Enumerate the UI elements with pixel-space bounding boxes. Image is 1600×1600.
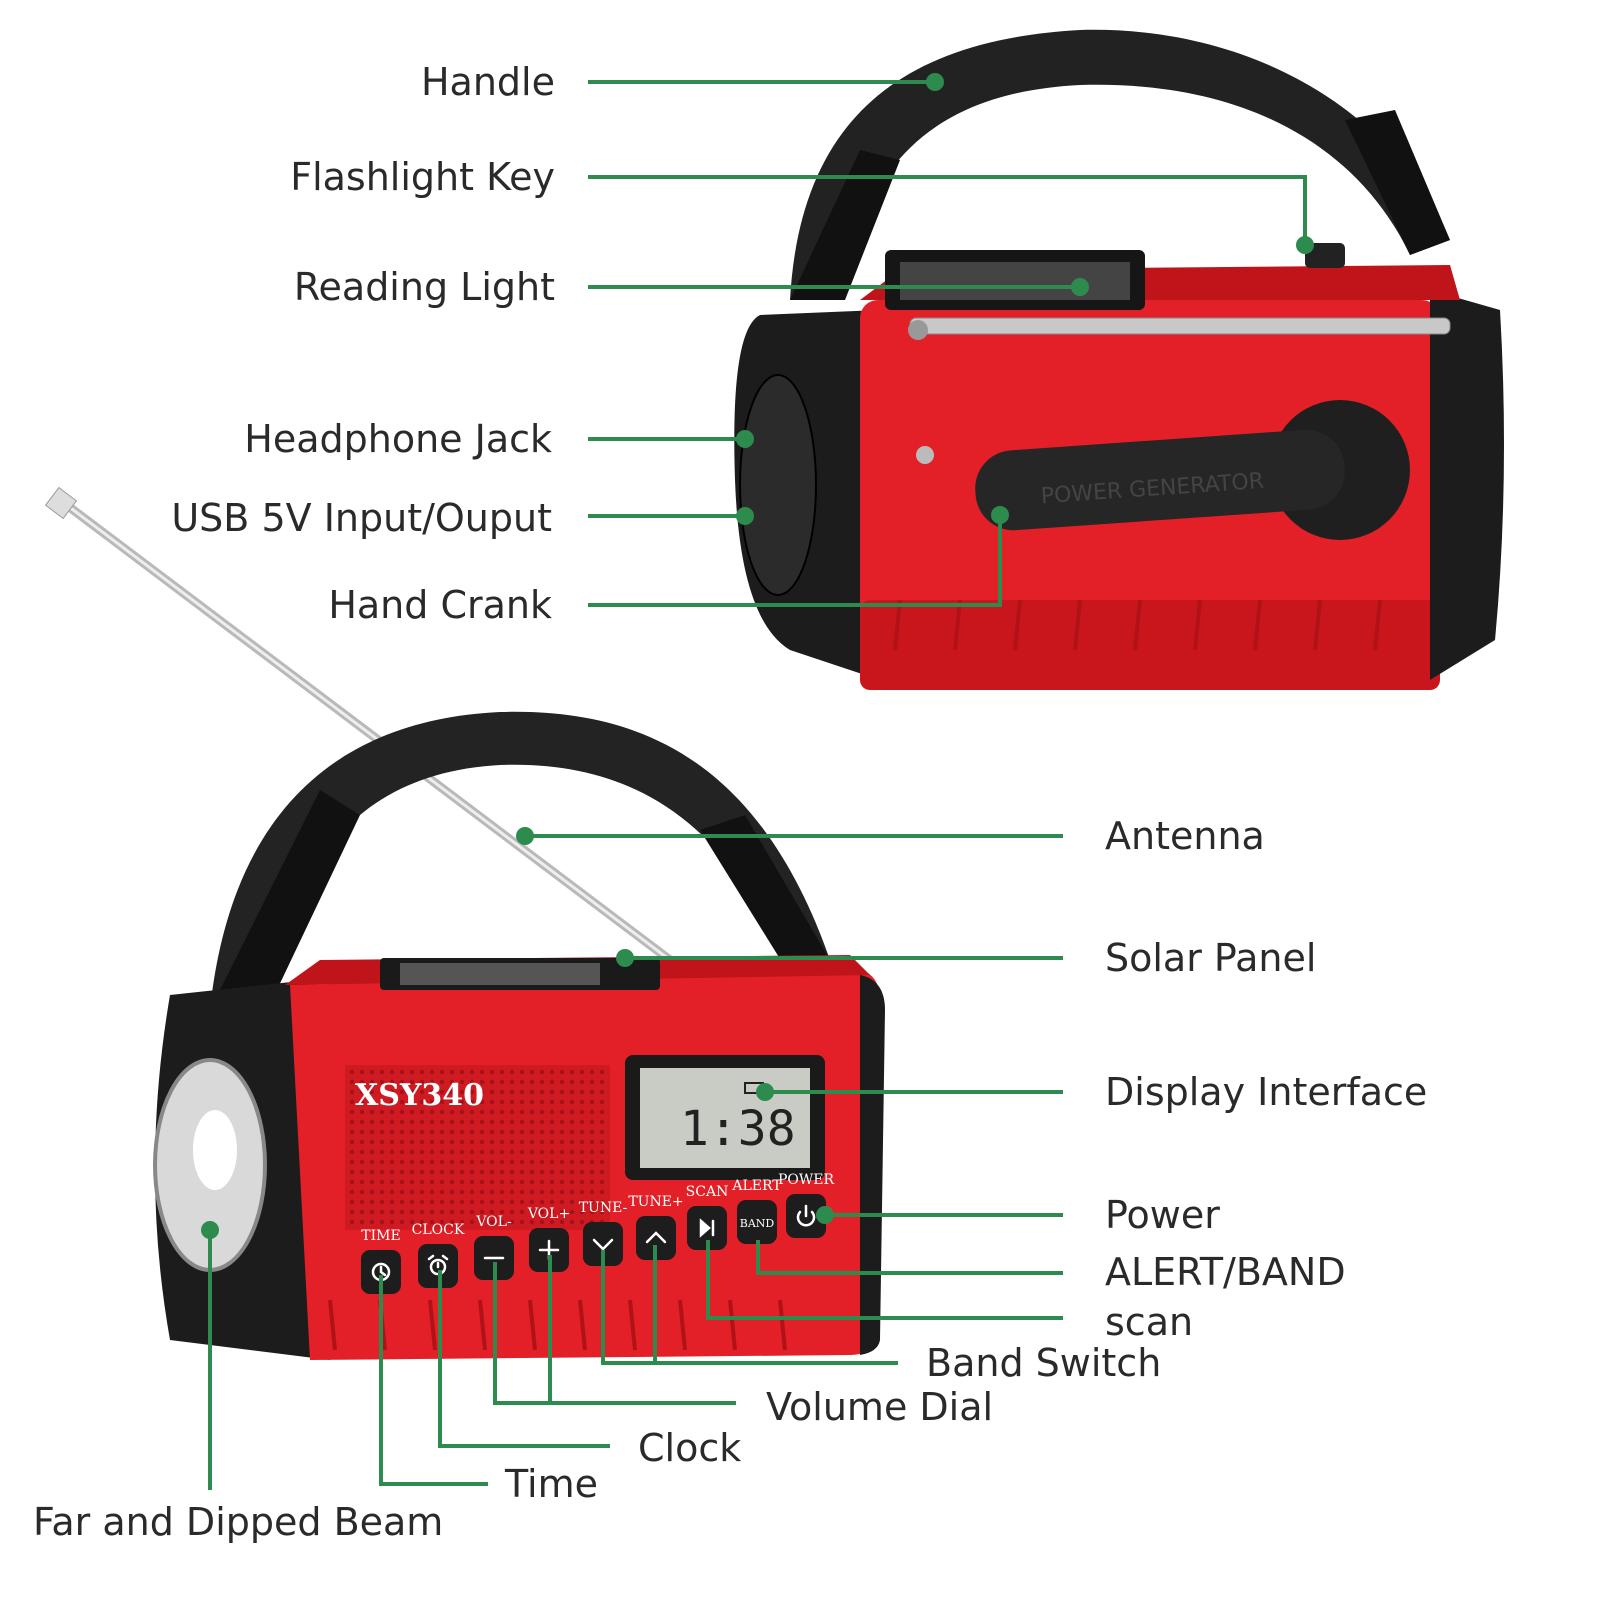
label-time: Time bbox=[505, 1462, 598, 1506]
bottom-right-endcap bbox=[860, 975, 885, 1355]
radio-button-alert: ALERT BAND bbox=[731, 1178, 782, 1244]
label-far-dipped-beam: Far and Dipped Beam bbox=[33, 1500, 444, 1544]
power-icon bbox=[796, 1204, 816, 1227]
top-reading-light-lens bbox=[900, 262, 1130, 300]
bottom-speaker-dots bbox=[349, 1069, 605, 1225]
bottom-handle-webbing-left bbox=[210, 790, 360, 1015]
button-label: VOL+ bbox=[527, 1206, 570, 1222]
leader-lines bbox=[208, 80, 1307, 1490]
leader-volume-dial bbox=[493, 1262, 736, 1405]
alarm-clock-icon bbox=[427, 1254, 449, 1276]
top-ribs bbox=[893, 599, 1382, 651]
button-label: VOL- bbox=[475, 1214, 512, 1230]
top-body-shade bbox=[860, 600, 1440, 690]
bottom-handle-webbing-right bbox=[700, 815, 830, 975]
leader-clock bbox=[438, 1270, 610, 1448]
top-antenna-screw bbox=[908, 320, 928, 340]
radio-button-clock: CLOCK bbox=[412, 1222, 465, 1288]
chevron-down-icon bbox=[592, 1238, 614, 1251]
label-alert-band: ALERT/BAND bbox=[1105, 1250, 1346, 1294]
top-screw bbox=[916, 446, 934, 464]
leader-hand-crank bbox=[588, 515, 1002, 607]
leader-scan bbox=[706, 1240, 1063, 1320]
button-key bbox=[636, 1216, 676, 1260]
top-handle bbox=[790, 29, 1450, 301]
button-key bbox=[583, 1222, 623, 1266]
button-label: ALERT bbox=[731, 1178, 782, 1194]
leader-band-switch bbox=[601, 1250, 898, 1365]
top-handle-webbing-right bbox=[1345, 110, 1450, 255]
button-label: TUNE+ bbox=[628, 1194, 683, 1210]
bottom-radio: XSY340 1:38 TIME CLOCK VOL- VOL+ TUNE-TUNE+S… bbox=[44, 486, 885, 1360]
top-side-port-panel bbox=[739, 374, 817, 596]
leader-time bbox=[379, 1275, 488, 1486]
radio-button-vol: VOL+ bbox=[527, 1206, 570, 1272]
label-headphone-jack: Headphone Jack bbox=[244, 417, 552, 461]
label-usb: USB 5V Input/Ouput bbox=[171, 496, 552, 540]
label-clock: Clock bbox=[638, 1426, 742, 1470]
radio-button-power: POWER bbox=[778, 1172, 835, 1238]
chevron-up-icon bbox=[645, 1231, 667, 1244]
bottom-flashlight-bulb bbox=[193, 1110, 237, 1190]
button-label: TIME bbox=[361, 1228, 400, 1244]
button-key bbox=[737, 1200, 777, 1244]
leader-alert-band bbox=[756, 1240, 1063, 1275]
top-flashlight-key bbox=[1305, 243, 1345, 268]
label-power: Power bbox=[1105, 1193, 1220, 1237]
bottom-antenna-tip bbox=[44, 486, 78, 520]
top-radio: POWER GENERATOR bbox=[734, 29, 1504, 690]
label-band-switch: Band Switch bbox=[926, 1341, 1162, 1385]
bottom-solar-cells bbox=[400, 963, 600, 985]
label-scan: scan bbox=[1105, 1300, 1194, 1344]
bottom-antenna-highlight bbox=[59, 498, 671, 962]
top-antenna bbox=[909, 317, 1451, 335]
top-hand-crank bbox=[975, 429, 1345, 531]
button-label: TUNE- bbox=[579, 1200, 628, 1216]
label-reading-light: Reading Light bbox=[293, 265, 555, 309]
radio-button-scan: SCAN bbox=[686, 1184, 729, 1250]
top-right-endcap bbox=[1430, 290, 1504, 680]
button-label: POWER bbox=[778, 1172, 835, 1188]
band-text: BAND bbox=[740, 1217, 775, 1230]
top-handle-webbing-left bbox=[790, 150, 900, 300]
model-label: XSY340 bbox=[355, 1078, 484, 1113]
label-flashlight-key: Flashlight Key bbox=[290, 155, 555, 199]
leader-flashlight-key bbox=[588, 175, 1307, 245]
display-time: 1:38 bbox=[680, 1101, 796, 1157]
play-pause-icon bbox=[699, 1218, 715, 1238]
radio-button-tune: TUNE- bbox=[579, 1200, 628, 1266]
label-handle: Handle bbox=[420, 60, 555, 104]
radio-button-tune: TUNE+ bbox=[628, 1194, 684, 1260]
label-volume-dial: Volume Dial bbox=[766, 1385, 994, 1429]
button-label: SCAN bbox=[686, 1184, 729, 1200]
display-screen bbox=[640, 1068, 810, 1168]
radio-button-time: TIME bbox=[361, 1228, 401, 1294]
label-display-interface: Display Interface bbox=[1105, 1070, 1428, 1114]
button-label: CLOCK bbox=[412, 1222, 465, 1238]
label-solar-panel: Solar Panel bbox=[1105, 936, 1317, 980]
label-antenna: Antenna bbox=[1105, 814, 1265, 858]
label-hand-crank: Hand Crank bbox=[328, 583, 552, 627]
bottom-handle bbox=[210, 711, 830, 1015]
radio-button-vol: VOL- bbox=[474, 1214, 514, 1280]
leader-dots bbox=[201, 73, 1314, 1239]
bottom-speaker-grille bbox=[345, 1065, 610, 1230]
clock-face-icon bbox=[371, 1262, 391, 1282]
